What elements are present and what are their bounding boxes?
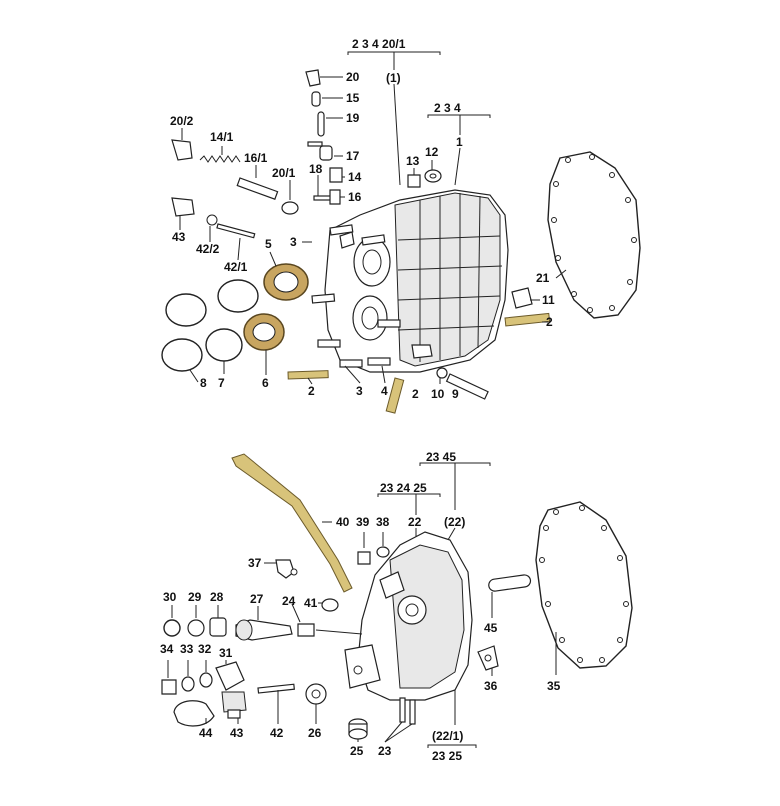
callout-20-1: 20/1 [272,166,296,180]
clamp-37 [275,559,298,579]
callout-2-mid: 2 [412,387,419,401]
callout-14-1: 14/1 [210,130,234,144]
callout-33: 33 [180,642,194,656]
pin-45 [488,574,532,592]
callout-14: 14 [348,170,362,184]
main-housing-top [324,189,509,373]
callout-27: 27 [250,592,264,606]
callout-44: 44 [199,726,213,740]
studs-top [311,224,401,368]
shift-parts-column [305,69,343,205]
callout-12: 12 [425,145,439,159]
callout-31: 31 [219,646,233,660]
callout-16: 16 [348,190,362,204]
callout-bot-group-23-25: 23 25 [432,749,462,763]
callout-bot-group-23-45: 23 45 [426,450,456,464]
callout-2-right: 2 [546,315,553,329]
gasket-21 [547,151,641,319]
small-parts-right-top [407,169,533,400]
callout-5: 5 [265,237,272,251]
callout-26: 26 [308,726,322,740]
callout-15: 15 [346,91,360,105]
callout-3-bottom: 3 [356,384,363,398]
bearing-6 [243,313,285,351]
callout-45: 45 [484,621,498,635]
gear-set-34-31 [161,661,245,695]
callout-25: 25 [350,744,364,758]
callout-32: 32 [198,642,212,656]
circlips [161,279,259,372]
callout-16-1: 16/1 [244,151,268,165]
detent-parts-left [171,139,299,239]
callout-35: 35 [547,679,561,693]
callout-43-top: 43 [172,230,186,244]
callout-29: 29 [188,590,202,604]
plug-25 [348,718,368,740]
bearing-5 [263,263,309,301]
callout-22: 22 [408,515,422,529]
callout-7: 7 [218,376,225,390]
callout-22-paren: (22) [444,515,465,529]
callout-20-2: 20/2 [170,114,194,128]
callout-2-left: 2 [308,384,315,398]
callout-17: 17 [346,149,360,163]
callout-bot-group-23-24-25: 23 24 25 [380,481,427,495]
cover-44 [173,700,215,727]
ground-strap-40 [231,453,353,593]
callout-21: 21 [536,271,550,285]
gasket-35 [535,501,633,669]
callout-37: 37 [248,556,262,570]
callout-9: 9 [452,387,459,401]
callout-1: 1 [456,135,463,149]
callout-22-1: (22/1) [432,729,463,743]
sender-43 [221,691,247,719]
callout-3-top: 3 [290,235,297,249]
callout-top-group-2-3-4: 2 3 4 [434,101,461,115]
callout-36: 36 [484,679,498,693]
ring-26 [305,683,327,705]
bracket-36 [477,645,499,671]
callout-labels: 2 3 4 20/1 (1) 2 3 4 1 20 15 19 17 18 14… [160,37,561,763]
callout-4: 4 [381,384,388,398]
callout-28: 28 [210,590,224,604]
callout-10: 10 [431,387,445,401]
callout-42: 42 [270,726,284,740]
speedo-drive-27 [235,619,315,641]
callout-top-group-2-3-4-20-1: 2 3 4 20/1 [352,37,406,51]
intermediate-housing [344,531,473,725]
callout-20: 20 [346,70,360,84]
callout-42-2: 42/2 [196,242,220,256]
callout-13: 13 [406,154,420,168]
callout-42-1: 42/1 [224,260,248,274]
callout-8: 8 [200,376,207,390]
callout-30: 30 [163,590,177,604]
dowel-pins [287,312,551,414]
callout-18: 18 [309,162,323,176]
callout-23: 23 [378,744,392,758]
callout-19: 19 [346,111,360,125]
callout-6: 6 [262,376,269,390]
rings-30-29-28 [163,617,227,637]
callout-43-bottom: 43 [230,726,244,740]
callout-38: 38 [376,515,390,529]
callout-41: 41 [304,596,318,610]
callout-40: 40 [336,515,350,529]
rod-42 [257,683,295,694]
callout-39: 39 [356,515,370,529]
callout-top-group-1-paren: (1) [386,71,401,85]
nuts-39-38 [357,546,390,565]
callout-11: 11 [542,293,555,307]
callout-34: 34 [160,642,174,656]
washer-41 [321,598,339,612]
callout-24: 24 [282,594,296,608]
